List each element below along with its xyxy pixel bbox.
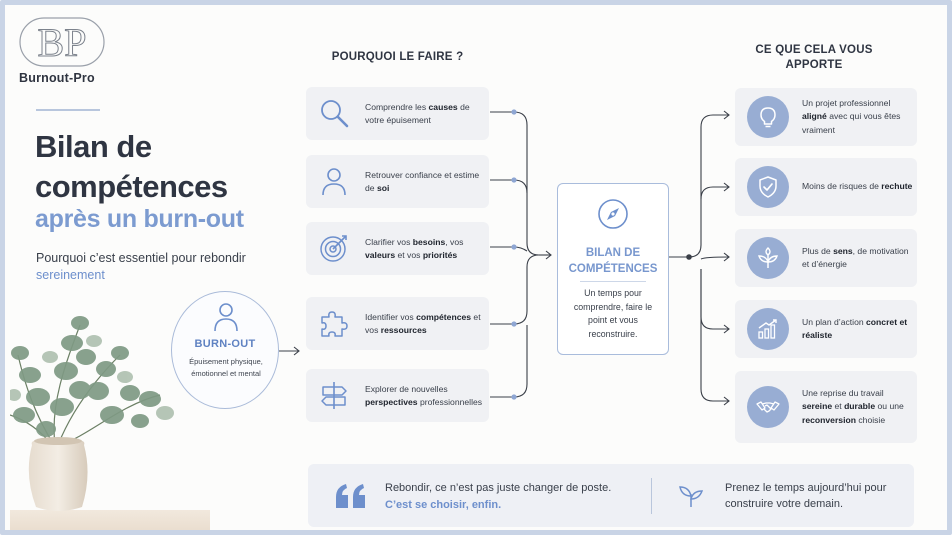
compass-icon bbox=[598, 199, 628, 229]
signpost-icon bbox=[321, 382, 347, 409]
growth-chart-icon bbox=[758, 319, 777, 339]
benefit-text: Une reprise du travail sereine et durabl… bbox=[802, 387, 904, 425]
puzzle-icon bbox=[321, 311, 348, 337]
handshake-icon bbox=[756, 401, 780, 413]
tagline-text: Pourquoi c’est essentiel pour rebondir bbox=[36, 251, 246, 265]
reason-card-skills: Identifier vos compétences et vos ressou… bbox=[306, 297, 489, 350]
benefit-card-aligned: Un projet professionnel aligné avec qui … bbox=[735, 88, 917, 146]
tagline-accent: sereinement bbox=[36, 268, 105, 282]
eucalyptus-vase-illustration bbox=[10, 316, 210, 530]
benefit-card-relapse: Moins de risques de rechute bbox=[735, 158, 917, 216]
benefit-card-meaning: Plus de sens, de motivation et d’énergie bbox=[735, 229, 917, 287]
lightbulb-icon bbox=[760, 107, 776, 128]
shield-check-icon bbox=[759, 176, 777, 198]
badge bbox=[747, 308, 789, 350]
target-icon bbox=[320, 235, 347, 262]
reason-card-needs: Clarifier vos besoins, vos valeurs et vo… bbox=[306, 222, 489, 275]
burnout-pro-logo: BP bbox=[19, 17, 105, 67]
reason-card-confidence: Retrouver confiance et estime de soi bbox=[306, 155, 489, 208]
reason-text: Identifier vos compétences et vos ressou… bbox=[365, 311, 481, 335]
tagline: Pourquoi c’est essentiel pour rebondir s… bbox=[36, 250, 246, 284]
benefit-card-return-to-work: Une reprise du travail sereine et durabl… bbox=[735, 371, 917, 443]
benefit-card-action-plan: Un plan d’action concret et réaliste bbox=[735, 300, 917, 358]
leaf-icon bbox=[758, 247, 778, 268]
badge bbox=[747, 237, 789, 279]
bilan-center-box: BILAN DE COMPÉTENCES Un temps pour compr… bbox=[557, 183, 669, 355]
quote-banner: Rebondir, ce n’est pas juste changer de … bbox=[308, 464, 914, 527]
center-divider bbox=[580, 281, 646, 282]
person-icon bbox=[322, 168, 346, 196]
burnout-circle: BURN-OUT Épuisement physique, émotionnel… bbox=[171, 291, 279, 409]
why-heading: POURQUOI LE FAIRE ? bbox=[331, 51, 464, 63]
banner-divider bbox=[651, 478, 652, 514]
benefit-text: Moins de risques de rechute bbox=[802, 181, 913, 192]
brand-name: Burnout-Pro bbox=[19, 71, 95, 85]
quote-accent: C’est se choisir, enfin. bbox=[385, 499, 502, 511]
title-divider bbox=[36, 109, 100, 111]
benefit-text: Plus de sens, de motivation et d’énergie bbox=[802, 245, 909, 270]
sprout-icon bbox=[679, 486, 704, 507]
center-title: BILAN DE COMPÉTENCES bbox=[568, 247, 658, 275]
quote-text: Rebondir, ce n’est pas juste changer de … bbox=[385, 482, 612, 494]
reason-card-causes: Comprendre les causes de votre épuisemen… bbox=[306, 87, 489, 140]
badge bbox=[747, 166, 789, 208]
logo-letters: BP bbox=[38, 20, 87, 65]
badge bbox=[747, 96, 789, 138]
person-icon bbox=[214, 303, 238, 332]
reason-text: Comprendre les causes de votre épuisemen… bbox=[365, 101, 470, 125]
benefit-text: Un plan d’action concret et réaliste bbox=[802, 316, 908, 341]
reason-text: Explorer de nouvelles perspectives profe… bbox=[365, 383, 483, 407]
quote-icon bbox=[336, 484, 365, 508]
reason-text: Retrouver confiance et estime de soi bbox=[365, 169, 480, 193]
reason-text: Clarifier vos besoins, vos valeurs et vo… bbox=[365, 236, 464, 260]
benefits-heading: CE QUE CELA VOUS APPORTE bbox=[755, 44, 873, 71]
benefit-text: Un projet professionnel aligné avec qui … bbox=[802, 97, 901, 135]
burnout-description: Épuisement physique, émotionnel et menta… bbox=[189, 357, 263, 378]
center-description: Un temps pour comprendre, faire le point… bbox=[573, 288, 653, 339]
page-subtitle: après un burn-out bbox=[35, 205, 244, 233]
magnifier-icon bbox=[321, 100, 349, 128]
burnout-label: BURN-OUT bbox=[194, 338, 256, 350]
badge bbox=[747, 386, 789, 428]
closing-message: Prenez le temps aujourd’hui pour constru… bbox=[725, 482, 887, 510]
reason-card-perspectives: Explorer de nouvelles perspectives profe… bbox=[306, 369, 489, 422]
page-title: Bilan de compétences bbox=[35, 129, 228, 204]
